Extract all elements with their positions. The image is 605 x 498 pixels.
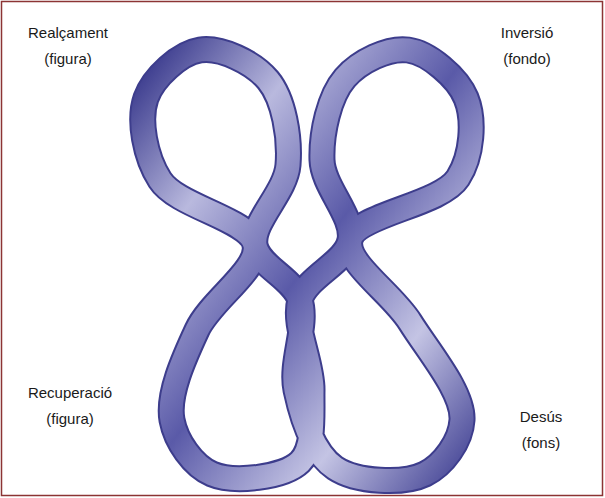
corner-label: Realçament (figura) (28, 20, 108, 72)
corner-label: Desús (fons) (520, 404, 563, 456)
corner-label: Recuperació (figura) (28, 380, 112, 432)
corner-label: Inversió (fondo) (501, 20, 554, 72)
ribbon-edge (143, 50, 471, 481)
ribbon (143, 50, 471, 481)
